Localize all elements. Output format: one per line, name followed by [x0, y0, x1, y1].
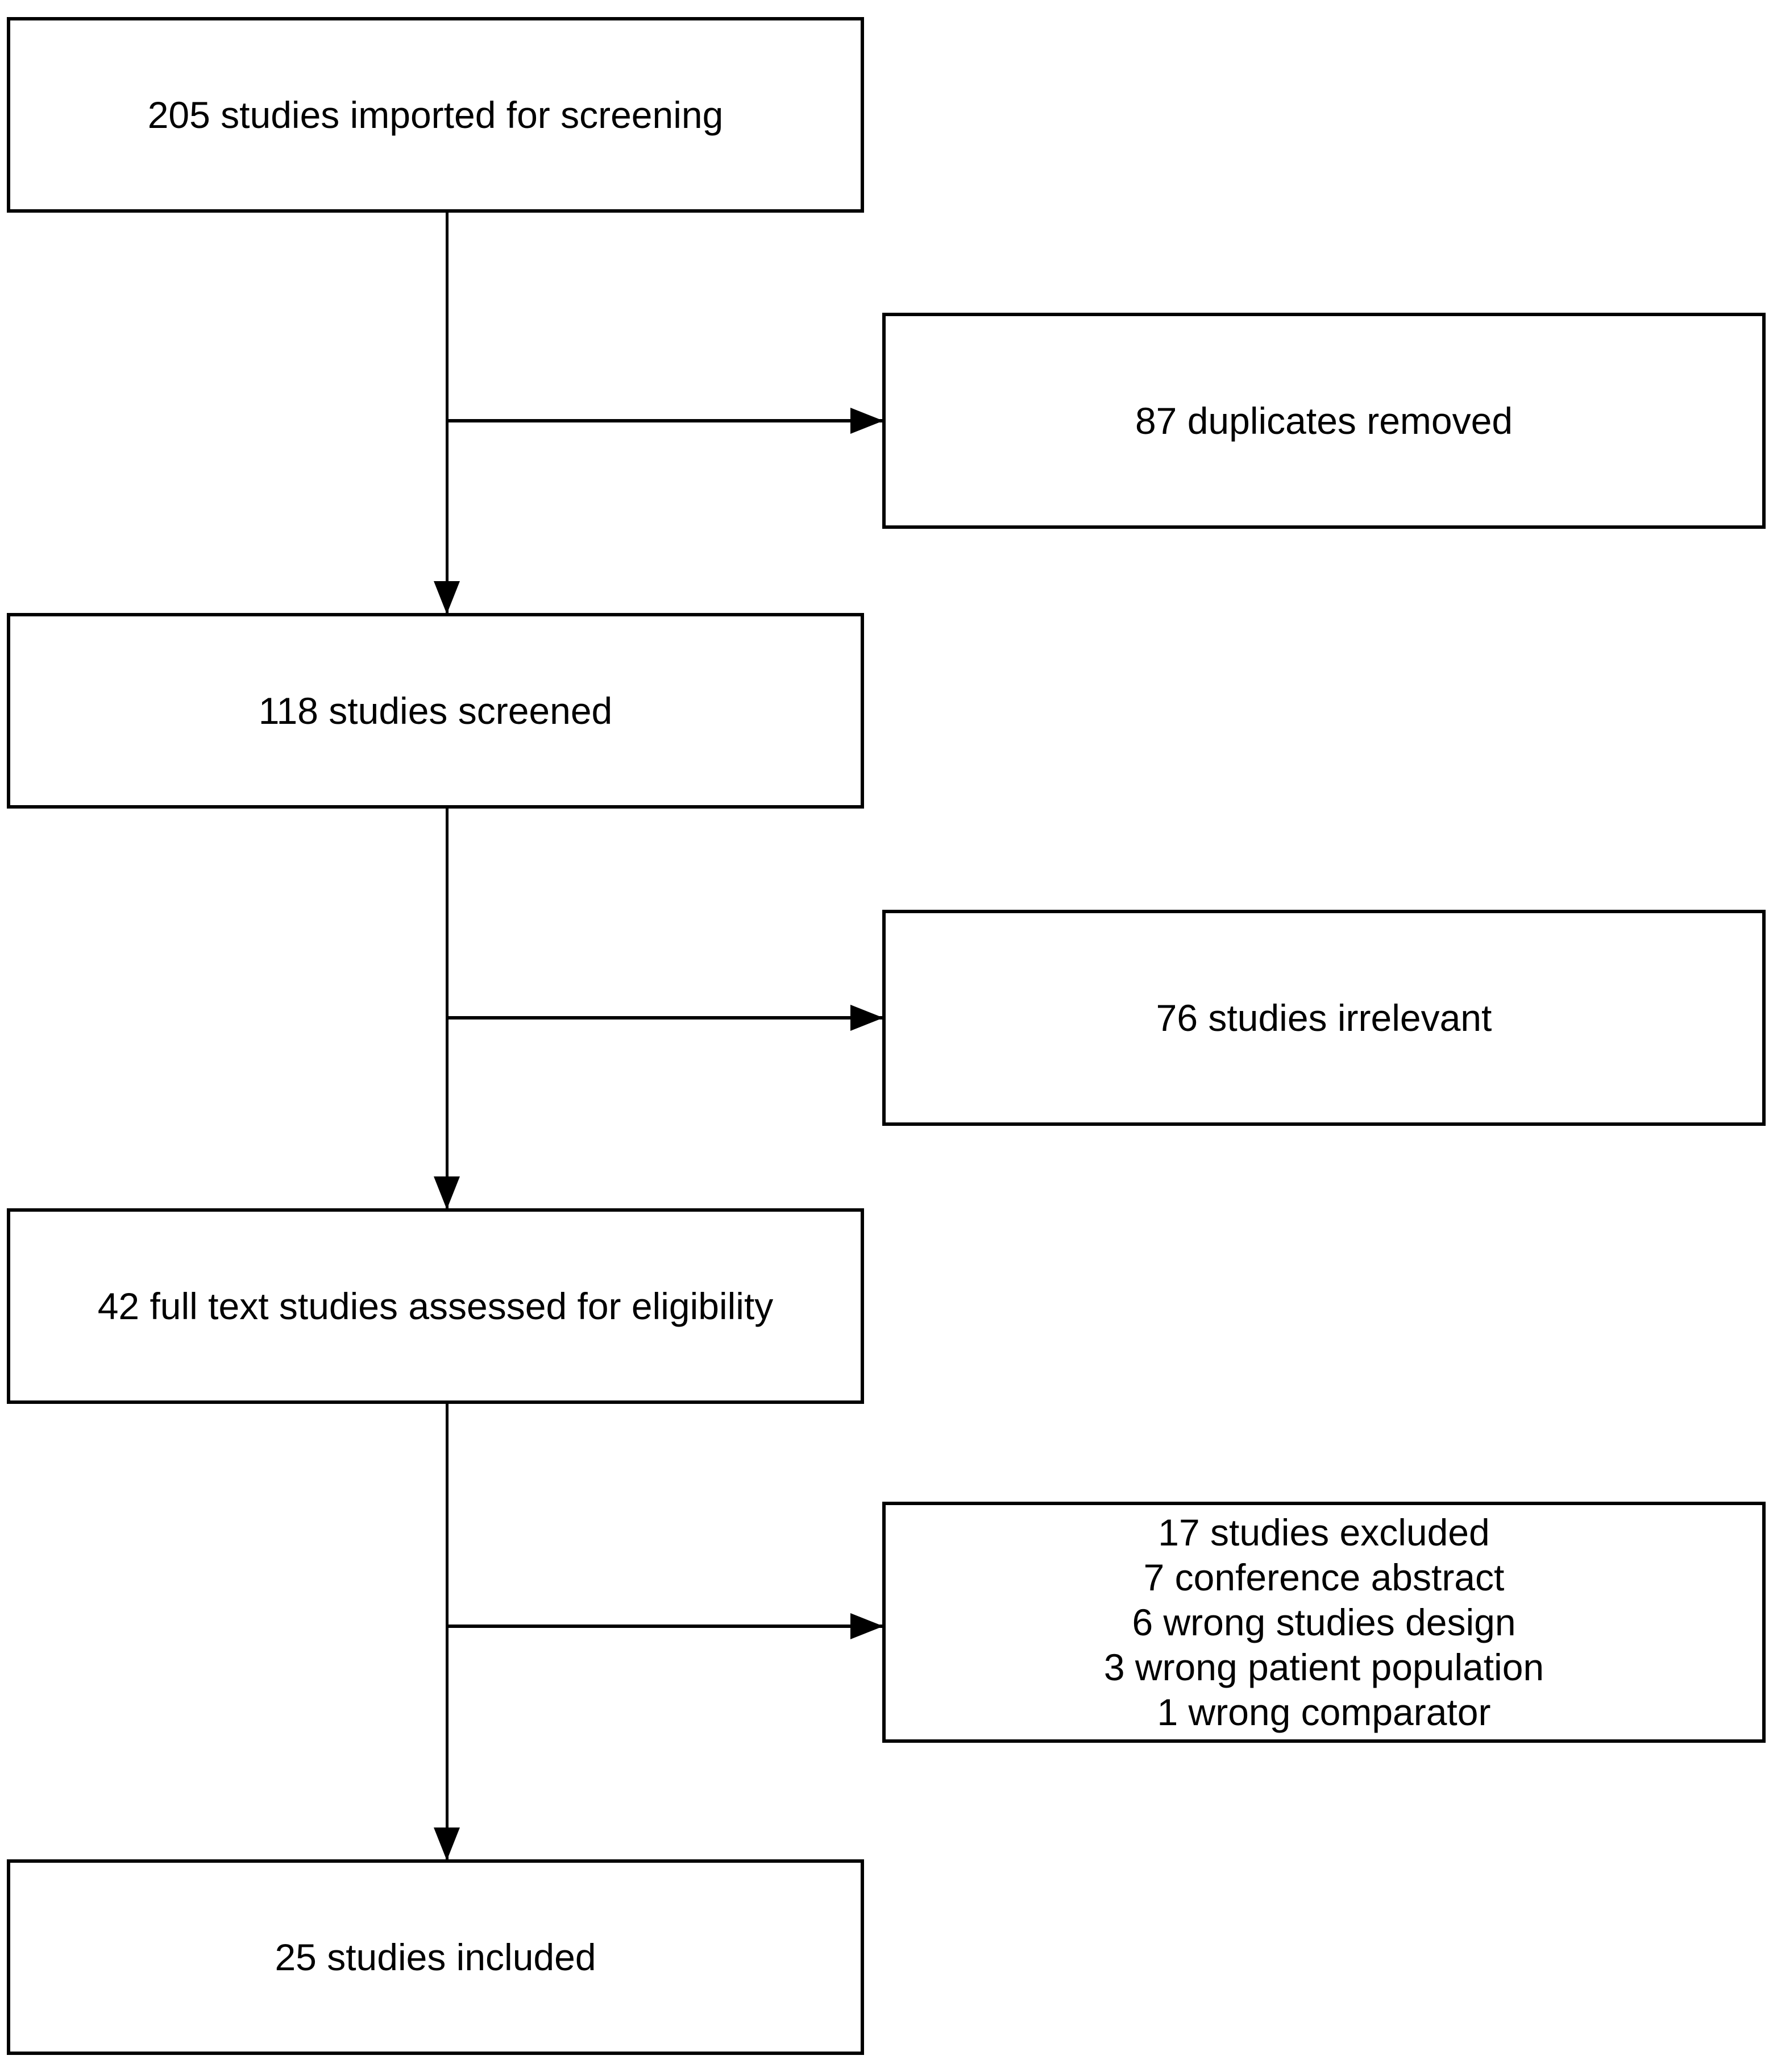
box-fulltext-assessed-label: 42 full text studies assessed for eligib…	[97, 1284, 774, 1327]
arrow-down-icon	[434, 581, 460, 614]
box-studies-excluded-line: 1 wrong comparator	[1157, 1690, 1491, 1733]
box-duplicates-removed-label: 87 duplicates removed	[1135, 399, 1513, 442]
box-studies-excluded-line: 7 conference abstract	[1143, 1556, 1505, 1598]
box-studies-included-label: 25 studies included	[275, 1936, 596, 1978]
box-studies-excluded: 17 studies excluded 7 conference abstrac…	[882, 1502, 1766, 1743]
connector-fulltext-to-included	[446, 1403, 449, 1859]
box-studies-irrelevant-label: 76 studies irrelevant	[1156, 996, 1492, 1039]
connector-imported-to-screened	[446, 212, 449, 613]
arrow-right-icon	[850, 408, 883, 434]
box-studies-irrelevant: 76 studies irrelevant	[882, 910, 1766, 1126]
arrow-right-icon	[850, 1005, 883, 1031]
arrow-down-icon	[434, 1827, 460, 1860]
connector-branch-to-duplicates	[447, 419, 882, 422]
box-studies-imported: 205 studies imported for screening	[7, 17, 864, 213]
connector-branch-to-irrelevant	[447, 1016, 882, 1020]
box-fulltext-assessed: 42 full text studies assessed for eligib…	[7, 1208, 864, 1404]
box-duplicates-removed: 87 duplicates removed	[882, 313, 1766, 529]
connector-branch-to-excluded	[447, 1625, 882, 1628]
arrow-right-icon	[850, 1613, 883, 1639]
box-studies-screened-label: 118 studies screened	[258, 689, 613, 732]
box-studies-screened: 118 studies screened	[7, 613, 864, 809]
box-studies-imported-label: 205 studies imported for screening	[147, 93, 724, 136]
box-studies-included: 25 studies included	[7, 1859, 864, 2055]
box-studies-excluded-line: 17 studies excluded	[1158, 1511, 1490, 1553]
arrow-down-icon	[434, 1176, 460, 1209]
box-studies-excluded-line: 3 wrong patient population	[1103, 1646, 1544, 1688]
connector-screened-to-fulltext	[446, 807, 449, 1208]
box-studies-excluded-line: 6 wrong studies design	[1132, 1601, 1516, 1643]
